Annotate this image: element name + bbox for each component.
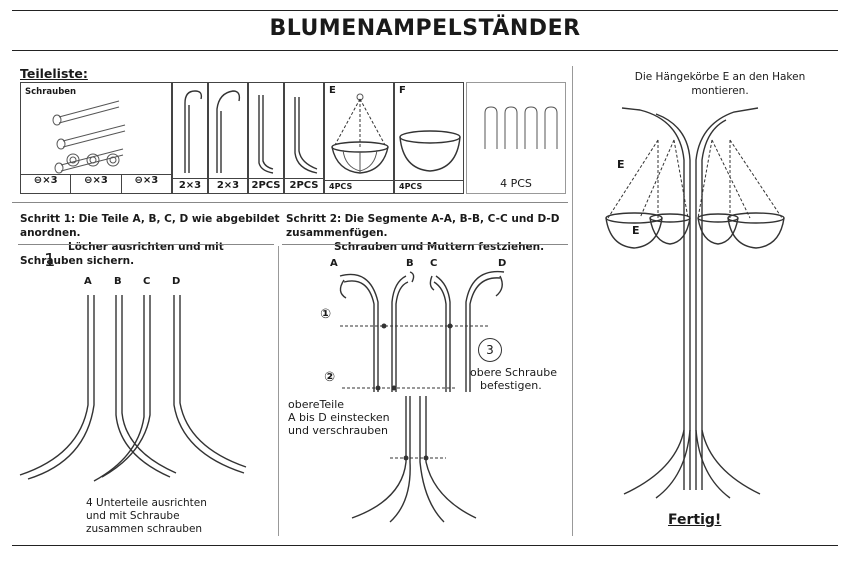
- step1-letter-b: B: [114, 276, 122, 287]
- step1-note: 4 Unterteile ausrichten und mit Schraube…: [86, 497, 207, 535]
- step1-letter-a: A: [84, 276, 92, 287]
- basket-qty: 4PCS: [325, 180, 393, 191]
- final-label-e1: E: [617, 158, 625, 171]
- step2-letter-a: A: [330, 258, 338, 269]
- nut-icon: ⊖: [33, 175, 43, 186]
- hook-qty-2: 2×3: [209, 178, 247, 191]
- bolts-drawing: [52, 100, 126, 174]
- step1-number: 1: [44, 250, 56, 271]
- done-label: Fertig!: [668, 512, 722, 528]
- upper-parts-note: obereTeile A bis D einstecken und versch…: [288, 398, 390, 437]
- screw-qty-2: ⊖×3: [71, 175, 122, 193]
- step2-letter-b: B: [406, 258, 414, 269]
- top-rule: [12, 10, 838, 11]
- finished-stand-drawing: [605, 107, 785, 499]
- basket-drawing: [331, 93, 389, 174]
- pins-qty: 4 PCS: [500, 177, 532, 190]
- screws-cell: Schrauben ⊖×3 ⊖×3 ⊖×3: [20, 82, 172, 194]
- parts-list-heading: Teileliste:: [20, 66, 88, 81]
- step2-assembly-drawing: [339, 270, 505, 523]
- title-rule: [12, 50, 838, 51]
- hook-cell-2: 2×3: [208, 82, 248, 194]
- bowl-cell: F 4PCS: [394, 82, 464, 194]
- bottom-rule: [12, 545, 838, 546]
- step3-note: obere Schraube befestigen.: [470, 366, 558, 392]
- basket-cell: E 4PCS: [324, 82, 394, 194]
- screw-qty-3: ⊖×3: [134, 175, 159, 186]
- bowl-drawing: [399, 130, 461, 172]
- segment-qty-1: 2PCS: [249, 178, 283, 191]
- screws-label: Schrauben: [25, 87, 77, 97]
- step2-letter-c: C: [430, 258, 438, 269]
- screw-qty-1: ⊖×3: [21, 175, 72, 193]
- segment-cell-2: 2PCS: [284, 82, 324, 194]
- bowl-qty: 4PCS: [395, 180, 463, 191]
- bowl-letter: F: [399, 85, 406, 96]
- circle-3: 3: [478, 338, 502, 362]
- basket-letter: E: [329, 85, 336, 96]
- hook-qty-1: 2×3: [173, 178, 207, 191]
- marker-1: ①: [320, 307, 332, 322]
- page-title: BLUMENAMPELSTÄNDER: [269, 16, 581, 41]
- step1-text: Schritt 1: Die Teile A, B, C, D wie abge…: [20, 213, 280, 267]
- segment-qty-2: 2PCS: [285, 178, 323, 191]
- step1-letter-d: D: [172, 276, 181, 287]
- segment-cell-1: 2PCS: [248, 82, 284, 194]
- step2-letter-d: D: [498, 258, 507, 269]
- ground-pins-drawing: [484, 106, 558, 149]
- hook-cell-1: 2×3: [172, 82, 208, 194]
- step1-base-drawing: [19, 295, 247, 482]
- nut-icon: ⊖: [134, 175, 143, 186]
- marker-2: ②: [324, 370, 336, 385]
- final-instruction: Die Hängekörbe E an den Haken montieren.: [634, 71, 806, 97]
- nut-icon: ⊖: [84, 175, 93, 186]
- step2-text: Schritt 2: Die Segmente A-A, B-B, C-C un…: [286, 213, 560, 253]
- final-label-e2: E: [632, 224, 640, 237]
- pins-cell: 4 PCS: [466, 82, 566, 194]
- step1-letter-c: C: [143, 276, 151, 287]
